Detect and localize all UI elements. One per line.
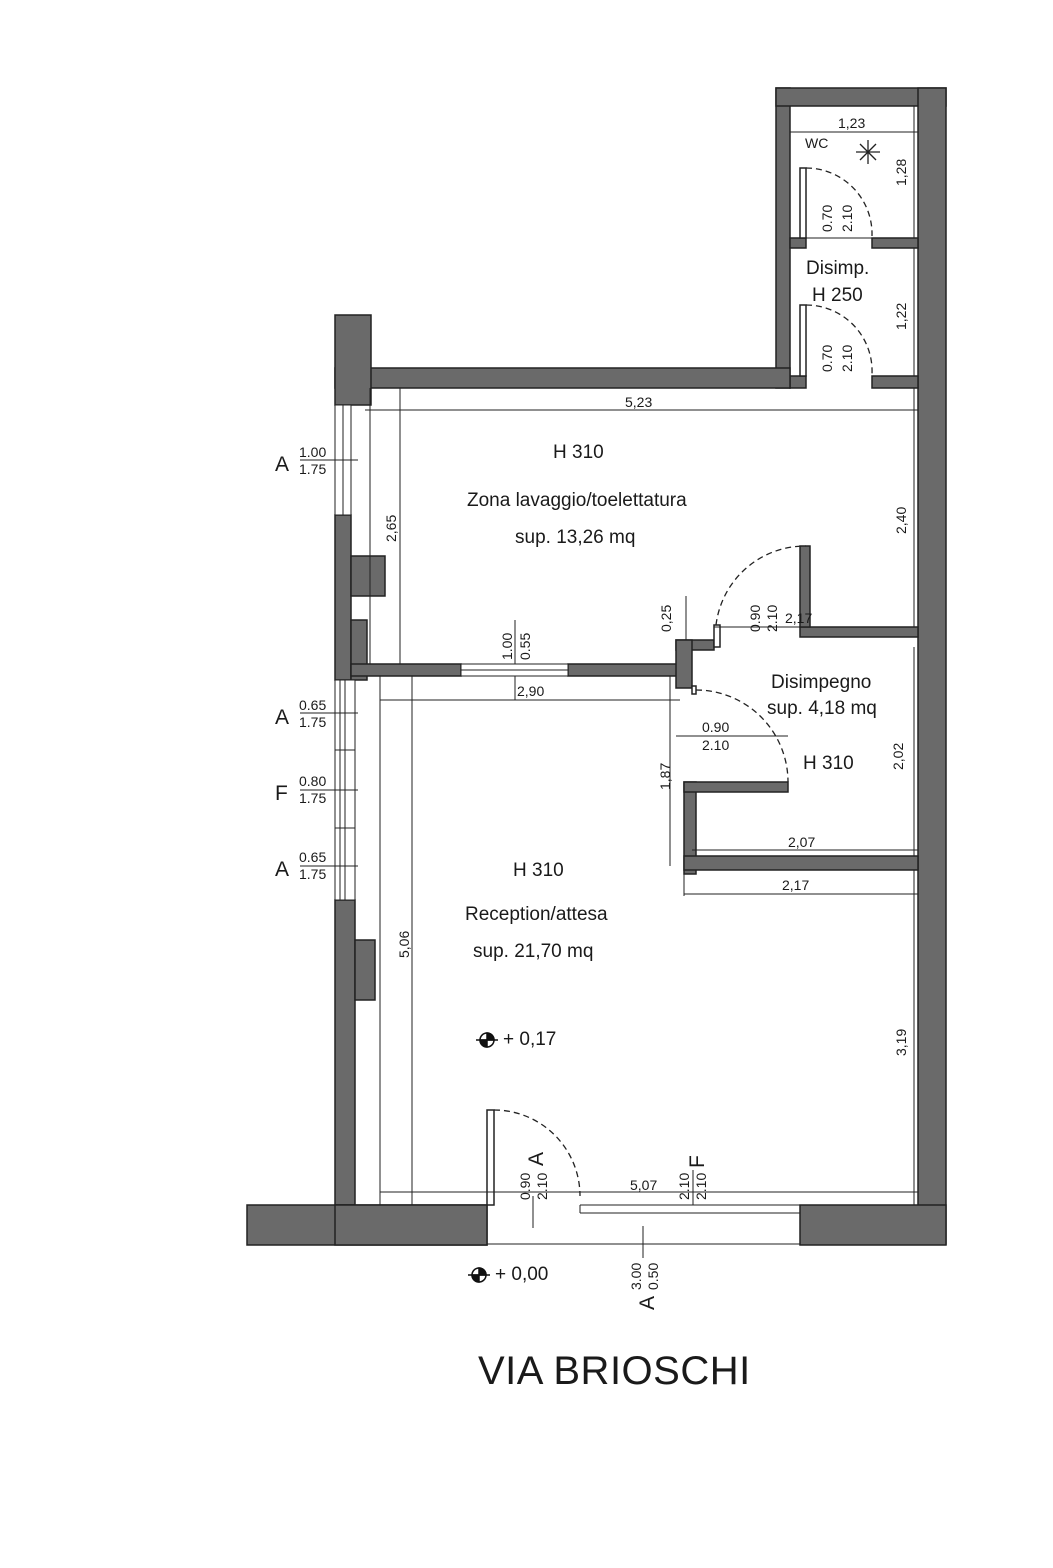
disimpegno-door-leaf	[691, 685, 697, 695]
side-4-width: 0.65	[299, 849, 326, 865]
west-pilaster-2	[354, 939, 376, 1001]
side-1-width: 1.00	[299, 444, 326, 460]
zona-area: sup. 13,26 mq	[515, 527, 635, 548]
front-window-width: 2.10	[676, 1173, 692, 1200]
level-marker-icon	[476, 1032, 498, 1048]
closet-wall-top	[683, 781, 789, 793]
zona-height: H 310	[553, 442, 604, 463]
street-window-type: A	[636, 1296, 659, 1310]
disimpegno-name: Disimpegno	[771, 672, 871, 693]
disimp-door-width: 0.70	[819, 345, 835, 372]
closet-wall-bottom	[683, 855, 919, 871]
zona-door-leaf	[713, 624, 721, 648]
doors	[486, 167, 873, 1206]
wc-door-height: 2.10	[839, 205, 855, 232]
reception-height: H 310	[513, 860, 564, 881]
entrance-door-type: A	[525, 1152, 548, 1166]
west-wall-pier-1	[334, 514, 352, 681]
wc-depth-dimension: 1,28	[893, 159, 909, 186]
partition-zona-reception-right	[567, 663, 681, 677]
disimpegno-height: H 310	[803, 753, 854, 774]
side-3-width: 0.80	[299, 773, 326, 789]
front-window-height: 2.10	[693, 1173, 709, 1200]
wc-door-width: 0.70	[819, 205, 835, 232]
south-wall-east	[799, 1204, 947, 1246]
closet-wall-upper	[675, 639, 693, 689]
wc-left-wall	[775, 87, 791, 389]
wc-door-leaf	[799, 167, 807, 239]
wc-label: WC	[805, 135, 828, 151]
wc-partition-left	[789, 237, 807, 249]
disimp-door-leaf	[799, 304, 807, 377]
side-2-height: 1.75	[299, 714, 326, 730]
east-wall	[917, 87, 947, 1245]
zona-depth-right: 2,40	[893, 507, 909, 534]
side-2-width: 0.65	[299, 697, 326, 713]
front-window-type: F	[686, 1155, 709, 1168]
reception-top-dimension: 2,90	[517, 683, 544, 699]
north-wall	[334, 367, 791, 389]
reception-bottom-dimension: 5,07	[630, 1177, 657, 1193]
reception-area: sup. 21,70 mq	[473, 941, 593, 962]
reception-depth-right: 3,19	[893, 1029, 909, 1056]
dimension-lines	[300, 106, 918, 1258]
street-name: VIA BRIOSCHI	[478, 1349, 751, 1393]
entrance-door-leaf	[486, 1109, 495, 1206]
zona-depth-left: 2,65	[383, 515, 399, 542]
street-window-height: 0.50	[645, 1263, 661, 1290]
wc-width-dimension: 1,23	[838, 115, 865, 131]
wc-partition-right	[871, 237, 919, 249]
zona-door-width: 0.90	[747, 605, 763, 632]
zona-width-dimension: 5,23	[625, 394, 652, 410]
partition-zona-reception-left	[350, 663, 462, 677]
side-2-type: A	[275, 706, 289, 729]
entrance-door-width: 0.90	[517, 1173, 533, 1200]
disimp-jamb-left	[789, 375, 807, 389]
reception-name: Reception/attesa	[465, 904, 608, 925]
side-1-type: A	[275, 453, 289, 476]
level-marker-outside-icon	[468, 1267, 490, 1283]
internal-window-width: 1.00	[499, 633, 515, 660]
zona-name: Zona lavaggio/toelettatura	[467, 490, 687, 511]
street-window-width: 3.00	[628, 1263, 644, 1290]
side-4-type: A	[275, 858, 289, 881]
side-4-height: 1.75	[299, 866, 326, 882]
closet-width-dimension: 2,07	[788, 834, 815, 850]
disimp-jamb-right	[871, 375, 919, 389]
disimp-small-name: Disimp.	[806, 258, 869, 279]
disimpegno-area: sup. 4,18 mq	[767, 698, 877, 719]
south-wall-west-2	[334, 1204, 488, 1246]
disimpegno-depth-dimension: 2,02	[890, 743, 906, 770]
west-wall-top	[334, 314, 372, 406]
side-3-height: 1.75	[299, 790, 326, 806]
disimpegno-wall-top	[799, 626, 919, 638]
wc-fixture-icon	[856, 140, 880, 164]
disimpegno-door-width: 0.90	[702, 719, 729, 735]
internal-window-height: 0.55	[517, 633, 533, 660]
outside-level: + 0,00	[495, 1264, 548, 1285]
disimp-depth-dimension: 1,22	[893, 303, 909, 330]
entrance-door-height: 2.10	[534, 1173, 550, 1200]
closet-depth-dimension: 1,87	[657, 763, 673, 790]
zona-door-height: 2.10	[764, 605, 780, 632]
partition-offset: 0,25	[658, 605, 674, 632]
west-pilaster	[350, 555, 386, 597]
west-wall-bottom	[334, 899, 356, 1206]
disimpegno-width-dimension: 2,17	[785, 610, 812, 626]
inside-level: + 0,17	[503, 1029, 556, 1050]
walls	[246, 87, 947, 1246]
disimpegno-door-height: 2.10	[702, 737, 729, 753]
side-3-type: F	[275, 782, 288, 805]
side-1-height: 1.75	[299, 461, 326, 477]
reception-depth-left: 5,06	[396, 931, 412, 958]
reception-right-width: 2,17	[782, 877, 809, 893]
disimp-small-height: H 250	[812, 285, 863, 306]
disimp-door-height: 2.10	[839, 345, 855, 372]
